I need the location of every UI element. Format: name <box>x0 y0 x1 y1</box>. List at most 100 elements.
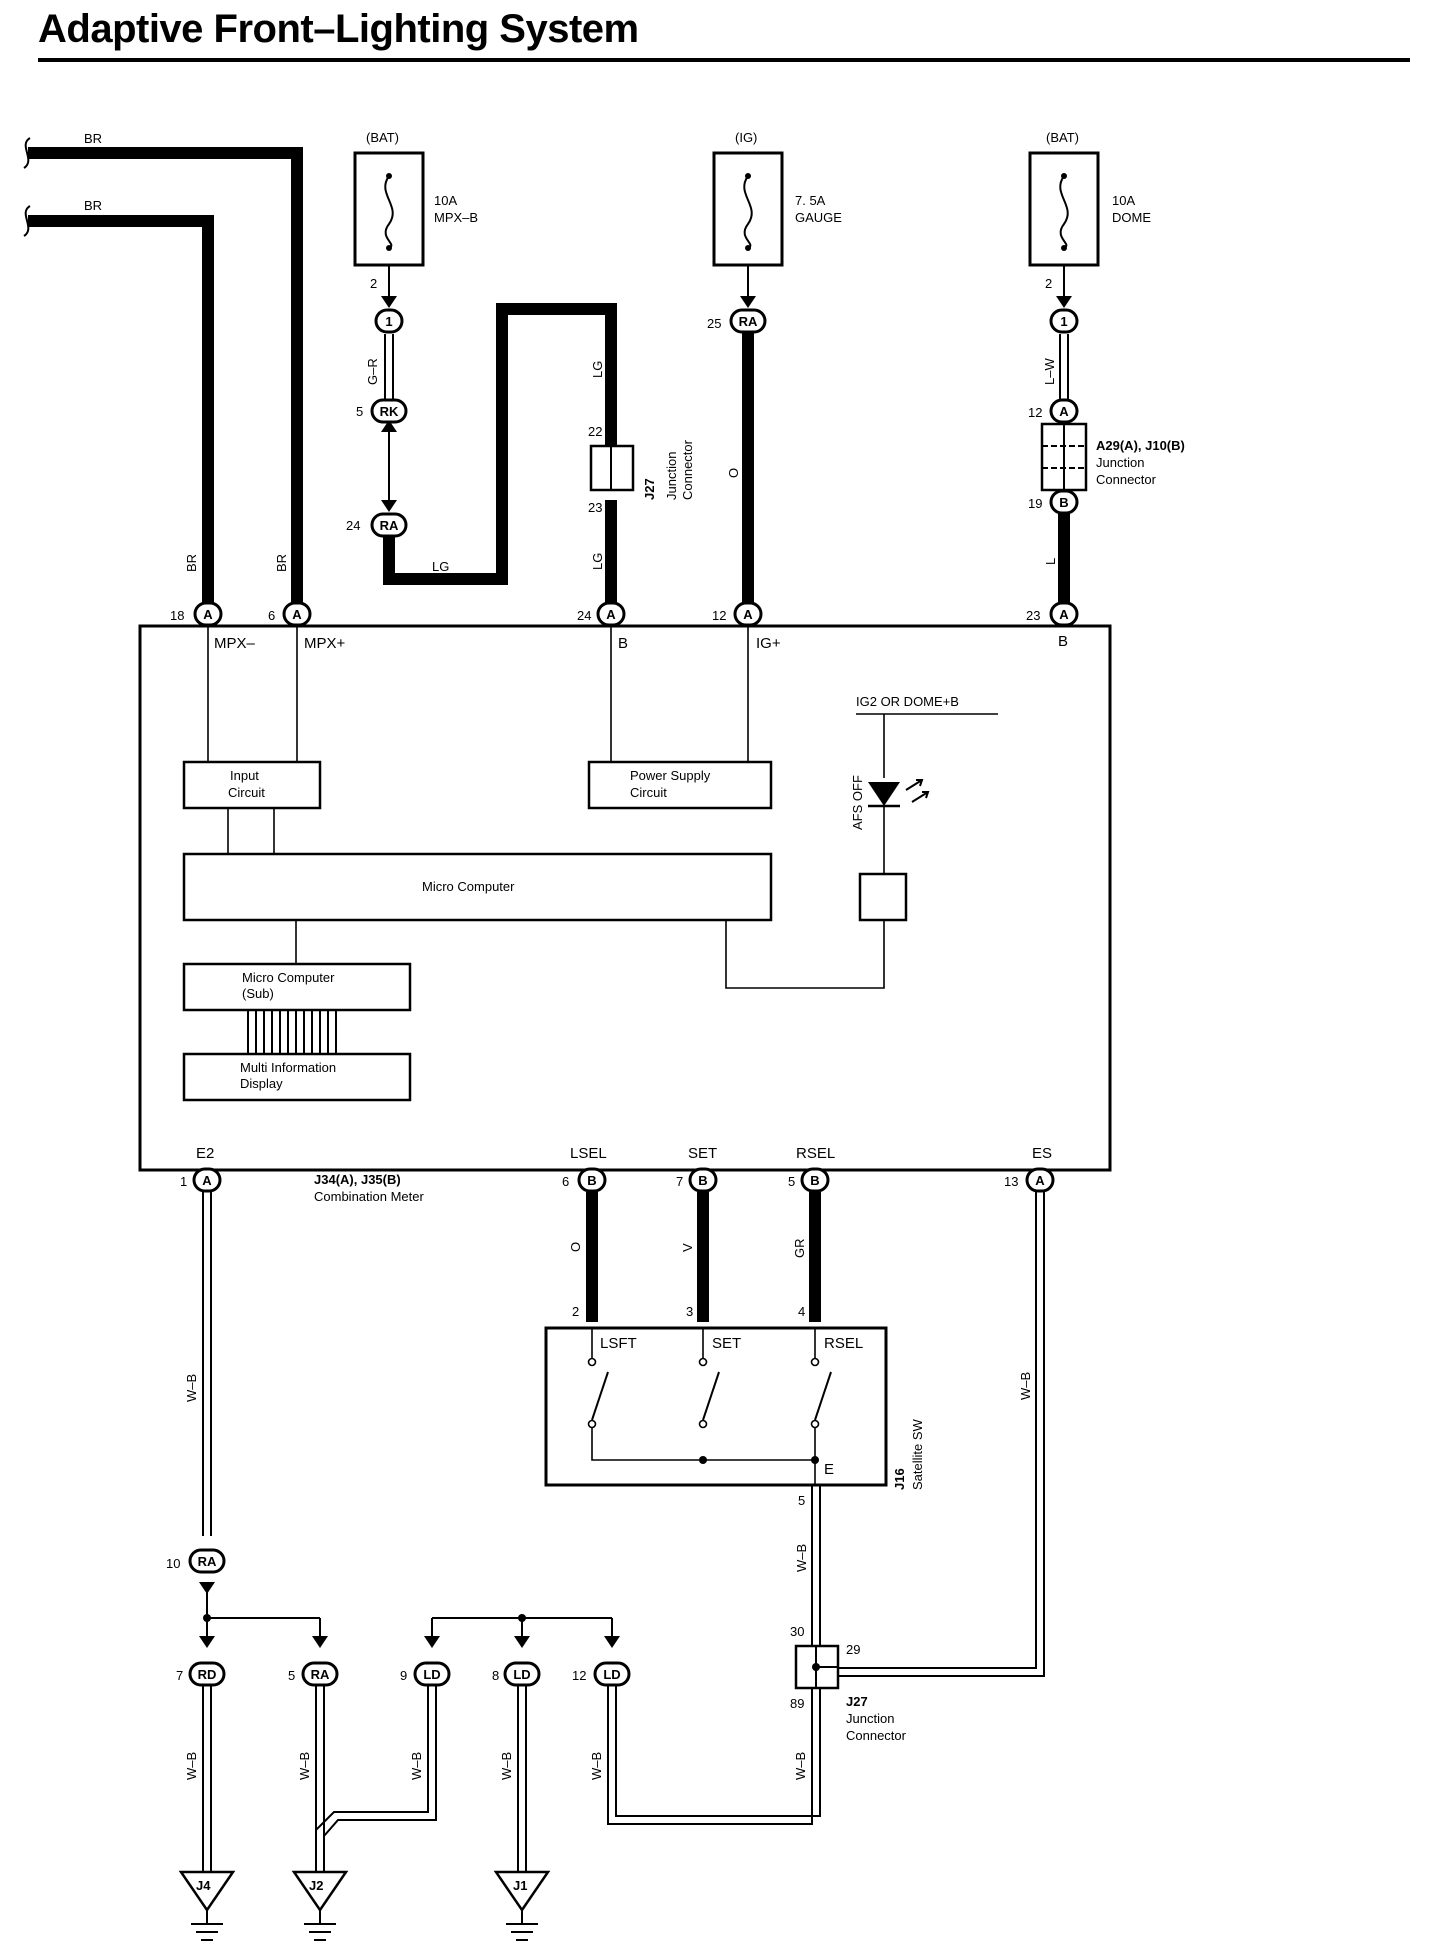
pin-number: 12 <box>712 608 726 623</box>
wire-color-label: GR <box>792 1239 807 1259</box>
wire-color-label: L <box>1043 558 1058 565</box>
switch-e-label: E <box>824 1461 834 1478</box>
satellite-switch: LSFT SET RSEL E J16 Satellite SW <box>544 1326 925 1490</box>
wire-break-icon <box>23 137 31 169</box>
fuse-amp: 7. 5A <box>795 193 826 208</box>
connector-name: Junction <box>846 1711 894 1726</box>
terminal-name: RSEL <box>796 1145 835 1162</box>
connector-code: A <box>202 1173 212 1188</box>
connector-oval: B <box>1049 489 1079 515</box>
connector-id: A29(A), J10(B) <box>1096 438 1185 453</box>
br-wires: BR BR BR BR <box>23 131 303 606</box>
meter-name: Combination Meter <box>314 1189 424 1204</box>
pin-number: 5 <box>788 1174 795 1189</box>
pin-number: 10 <box>166 1556 180 1571</box>
data-bus <box>247 1010 337 1054</box>
switch-id: J16 <box>892 1468 907 1490</box>
terminal-name: E2 <box>196 1145 214 1162</box>
ground-icon <box>178 1870 236 1913</box>
pin-number: 6 <box>268 608 275 623</box>
connector-oval: A <box>192 1167 222 1193</box>
title-block: Adaptive Front–Lighting System <box>38 7 1410 62</box>
switch-label: LSFT <box>600 1335 637 1352</box>
switch-lsft <box>587 1357 609 1429</box>
meter-id: J34(A), J35(B) <box>314 1172 401 1187</box>
connector-oval: A <box>282 601 312 627</box>
fuse-terminal <box>386 245 392 251</box>
connector-code: RA <box>739 314 758 329</box>
terminal-name: MPX– <box>214 635 256 652</box>
wire-color-label: W–B <box>794 1544 809 1572</box>
connector-code: 1 <box>385 314 392 329</box>
power-supply-label: Power Supply <box>630 768 711 783</box>
power-supply-label: Circuit <box>630 785 667 800</box>
input-circuit-label: Input <box>230 768 259 783</box>
pin-number: 8 <box>492 1668 499 1683</box>
terminal-name: LSEL <box>570 1145 607 1162</box>
wire-color-label: W–B <box>297 1752 312 1780</box>
micro-computer-sub-label: Micro Computer <box>242 970 335 985</box>
connector-code: LD <box>513 1667 530 1682</box>
terminal-name: MPX+ <box>304 635 346 652</box>
wire-lg: LG LG LG <box>383 303 617 606</box>
connector-oval: A <box>193 601 223 627</box>
micro-computer-sub-label: (Sub) <box>242 986 274 1001</box>
connector-oval: RA <box>370 512 408 538</box>
connector-oval: A <box>1049 601 1079 627</box>
connector-code: B <box>587 1173 596 1188</box>
micro-computer-block <box>182 852 773 922</box>
connector-code: B <box>1059 495 1068 510</box>
connector-oval: RK <box>370 398 408 424</box>
pin-number: 23 <box>588 500 602 515</box>
connector-code: A <box>1035 1173 1045 1188</box>
connector-name: Junction <box>1096 455 1144 470</box>
wire-br-mpx-minus <box>28 215 214 606</box>
terminal-name: B <box>1058 633 1068 650</box>
connector-oval: 1 <box>1049 308 1079 334</box>
pin-number: 4 <box>798 1304 805 1319</box>
pin-number: 2 <box>572 1304 579 1319</box>
page-title: Adaptive Front–Lighting System <box>38 7 639 51</box>
led-driver-block <box>858 872 908 922</box>
wire-br-mpx-plus <box>28 147 303 606</box>
arrow-up-icon <box>381 420 397 432</box>
input-circuit-label: Circuit <box>228 785 265 800</box>
arrow-down-icon <box>381 500 397 512</box>
connector-oval: A <box>733 601 763 627</box>
wire-g-r: G–R 5 24 <box>346 265 397 533</box>
afs-off-label: AFS OFF <box>850 775 865 830</box>
wire-color-label: BR <box>84 131 102 146</box>
wire-color-label: W–B <box>499 1752 514 1780</box>
arrow-down-icon <box>199 1582 215 1594</box>
light-ray-icon <box>905 779 924 791</box>
connector-code: B <box>810 1173 819 1188</box>
switch-label: RSEL <box>824 1335 863 1352</box>
connector-id: J27 <box>846 1694 868 1709</box>
pin-number: 2 <box>1045 276 1052 291</box>
wire-break-icon <box>23 205 31 237</box>
arrow-down-icon <box>1056 296 1072 308</box>
j27-bottom-connector: 30 29 89 J27 Junction Connector <box>790 1624 907 1743</box>
wire-color-label: W–B <box>184 1752 199 1780</box>
connector-code: A <box>743 607 753 622</box>
connector-oval: 1 <box>374 308 404 334</box>
wire-color-label: BR <box>84 198 102 213</box>
ig2-label: IG2 OR DOME+B <box>856 694 959 709</box>
connector-oval: RA <box>729 308 767 334</box>
pin-number: 24 <box>577 608 591 623</box>
pin-number: 12 <box>1028 405 1042 420</box>
wire-color-label: W–B <box>184 1374 199 1402</box>
connector-oval: LD <box>503 1661 541 1687</box>
fuse-mpx-b: (BAT) 10A MPX–B 2 <box>353 130 478 291</box>
wire-color-label: W–B <box>1018 1372 1033 1400</box>
switch-name: Satellite SW <box>910 1418 925 1490</box>
fuse-icon <box>743 175 753 249</box>
arrow-down-icon <box>381 296 397 308</box>
connector-code: A <box>606 607 616 622</box>
connector-code: RA <box>198 1554 217 1569</box>
connector-code: RD <box>198 1667 217 1682</box>
connector-code: LD <box>603 1667 620 1682</box>
wire-color-label: L–W <box>1042 358 1057 385</box>
